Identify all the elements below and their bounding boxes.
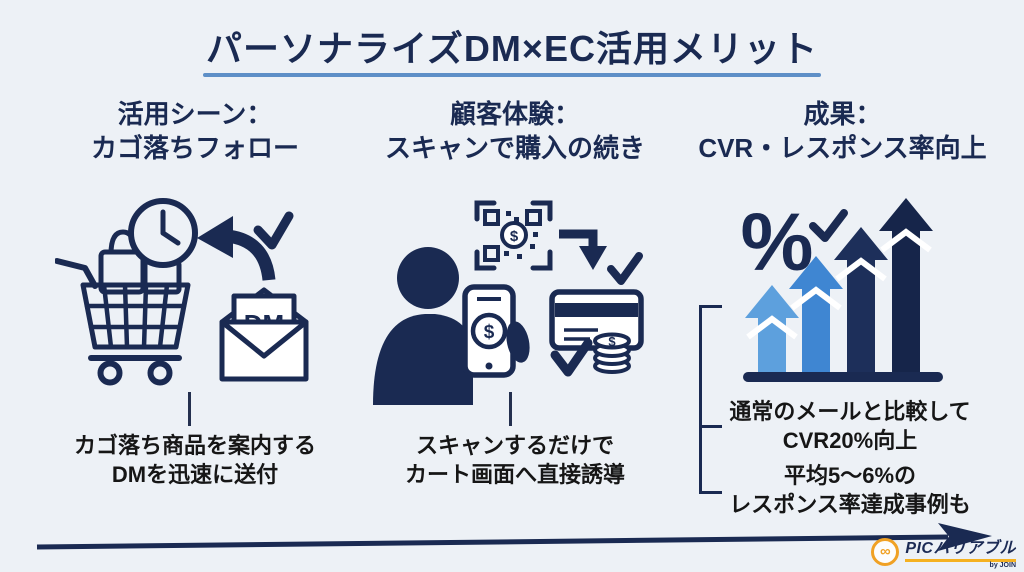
bracket-tick-top [699, 305, 722, 308]
growth-chart-illustration: % [741, 197, 943, 382]
bracket-tick-middle [699, 425, 722, 428]
growth-arrows-icon [743, 198, 943, 382]
phone-dollar-label: $ [484, 322, 495, 343]
check-icon [253, 211, 294, 250]
hand-icon [506, 321, 530, 363]
brand-logo: ∞ PICバリアブル by JOIN [871, 534, 1016, 569]
column-3-header: 成果： CVR・レスポンス率向上 [698, 99, 987, 163]
check-icon [607, 252, 643, 285]
column-2-connector [509, 392, 512, 426]
column-1-caption: カゴ落ち商品を案内する DMを迅速に送付 [73, 433, 316, 488]
arrowhead-icon [938, 523, 992, 551]
logo-text-block: PICバリアブル by JOIN [905, 534, 1016, 569]
column-2-header: 顧客体験： スキャンで購入の続き [384, 99, 645, 163]
bottom-arrow [36, 523, 992, 551]
bracket-tick-bottom [699, 491, 722, 494]
column-2-caption: スキャンするだけで カート画面へ直接誘導 [404, 433, 625, 488]
page-title: パーソナライズDM×EC活用メリット [206, 28, 818, 69]
percent-label: % [741, 197, 814, 288]
logo-name: PICバリアブル [905, 540, 1016, 557]
down-arrow-icon [559, 229, 607, 270]
percent-icon: % [741, 197, 814, 288]
qr-dollar-label: $ [510, 228, 519, 245]
title-underline [203, 73, 821, 77]
logo-underline [905, 559, 1016, 562]
smartphone-icon: $ [462, 284, 530, 378]
dm-envelope-icon: DM [219, 287, 309, 382]
column-3-caption-response: 平均5〜6%の レスポンス率達成事例も [729, 463, 971, 518]
cart-abandonment-illustration: DM [55, 198, 309, 386]
credit-card-icon [549, 289, 644, 351]
person-icon [373, 247, 473, 405]
bracket-line [699, 305, 702, 494]
column-3-caption-cvr: 通常のメールと比較して CVR20%向上 [729, 399, 971, 454]
column-1-header: 活用シーン： カゴ落ちフォロー [90, 99, 299, 163]
check-icon [809, 209, 848, 242]
column-results: 成果： CVR・レスポンス率向上 % 通常のメールと比較して CVR20%向上 … [675, 98, 1010, 533]
check-icon [550, 338, 593, 377]
qr-code-icon: $ [474, 200, 553, 271]
coins-icon: $ [593, 332, 631, 374]
chart-baseline [743, 372, 943, 382]
shopping-cart-icon [55, 258, 191, 386]
coin-dollar-label: $ [608, 334, 616, 349]
column-cart-abandonment: 活用シーン： カゴ落ちフォロー [30, 98, 360, 528]
scan-purchase-illustration: $ $ [373, 200, 644, 405]
logo-infinity-icon: ∞ [871, 537, 900, 566]
column-1-connector [188, 392, 191, 426]
column-scan-experience: 顧客体験： スキャンで購入の続き $ [360, 98, 670, 528]
clock-icon [128, 198, 198, 268]
logo-byline: by JOIN [989, 562, 1016, 569]
return-arrow-icon [197, 216, 276, 281]
